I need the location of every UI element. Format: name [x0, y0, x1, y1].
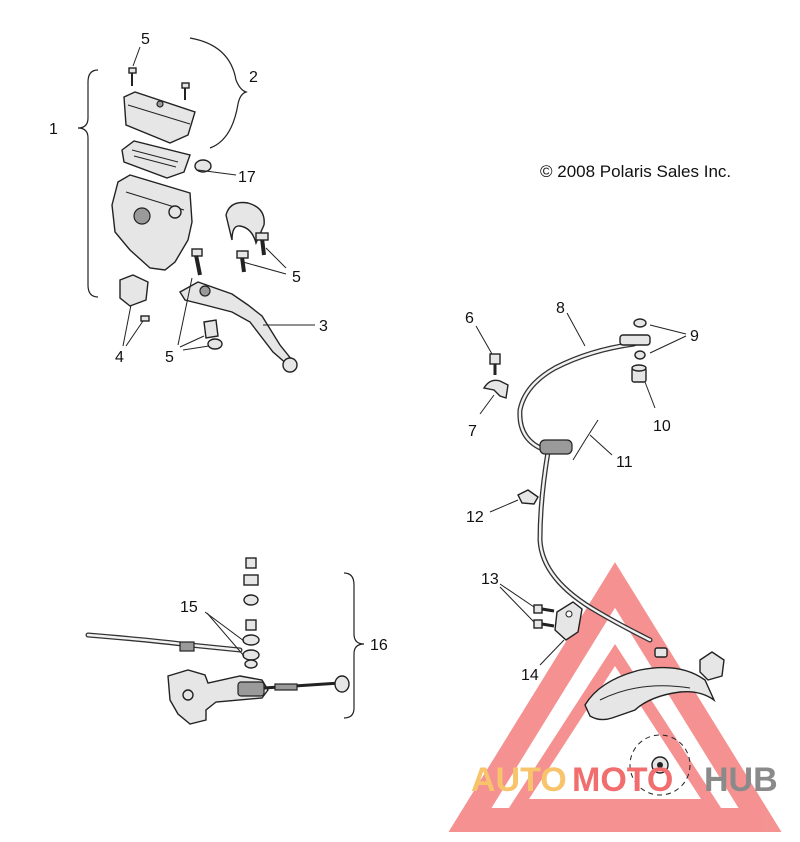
callout-7: 7 [468, 423, 477, 440]
callout-11: 11 [616, 454, 633, 471]
callout-17: 17 [238, 169, 256, 186]
callout-2: 2 [249, 69, 258, 86]
cable-end-fitting [619, 334, 651, 346]
watermark-triangle-inner [506, 643, 724, 811]
clamp-bolt-2 [236, 250, 249, 273]
pushrod-clevis [334, 675, 350, 693]
callout-labels: 1 2 3 4 5 5 5 6 7 8 9 10 11 12 13 14 15 … [49, 31, 699, 684]
callout-4: 4 [115, 349, 124, 366]
brake-line-fitting [179, 641, 195, 652]
throttle-wheel [629, 734, 691, 796]
reservoir-diaphragm [121, 140, 191, 179]
brace-1 [77, 69, 99, 298]
brace-16 [343, 572, 365, 719]
banjo-bolt-stack [242, 557, 260, 669]
callout-16: 16 [370, 637, 388, 654]
cable-clip [482, 379, 509, 399]
switch-screw [140, 315, 150, 322]
watermark-triangle-outer [448, 562, 782, 832]
cable-sleeve [539, 439, 573, 455]
cable-8 [517, 341, 637, 453]
screw-top-right [181, 82, 190, 100]
watermark-text-moto: MOTO [572, 761, 673, 799]
watermark-text-hub: HUB [704, 761, 778, 799]
cable-bracket [554, 601, 583, 641]
cable-barrel-end [654, 647, 668, 658]
wire-11 [572, 419, 599, 461]
callout-15: 15 [180, 599, 198, 616]
callout-5-top: 5 [141, 31, 150, 48]
watermark-wordmark: AUTO MOTO HUB [471, 761, 778, 799]
callout-14: 14 [521, 667, 539, 684]
brake-lever [179, 281, 293, 367]
brake-switch [119, 274, 149, 307]
reservoir-cover [123, 91, 196, 144]
cable-clip-12 [517, 489, 539, 505]
watermark-text-auto: AUTO [471, 761, 567, 799]
brace-2 [189, 37, 248, 149]
copyright-text: © 2008 Polaris Sales Inc. [540, 162, 731, 181]
washer-9a [633, 318, 647, 328]
callout-10: 10 [653, 418, 671, 435]
callout-8: 8 [556, 300, 565, 317]
callout-9: 9 [690, 328, 699, 345]
throttle-cable-assembly [475, 312, 725, 796]
callout-5-right: 5 [292, 269, 301, 286]
master-cylinder-body [111, 174, 193, 271]
callout-6: 6 [465, 310, 474, 327]
callout-13: 13 [481, 571, 499, 588]
bracket-bolt-2 [533, 619, 555, 629]
clamp-bolt-1 [255, 232, 269, 256]
rear-brake-assembly [85, 557, 365, 725]
callout-3: 3 [319, 318, 328, 335]
lever-pivot-bolt [191, 248, 203, 276]
watermark-logo [448, 562, 782, 832]
callout-12: 12 [466, 509, 484, 526]
throttle-housing [584, 666, 716, 721]
callout-5-bottom: 5 [165, 349, 174, 366]
master-cylinder-assembly [77, 37, 315, 373]
handlebar-clamp [225, 201, 265, 246]
bolt-6 [489, 353, 501, 375]
lever-nut [207, 338, 223, 350]
adjuster-nut [631, 364, 647, 383]
bracket-bolt-1 [533, 604, 555, 614]
screw-top-left [128, 67, 137, 86]
washer-9b [634, 350, 646, 360]
throttle-switch [699, 651, 725, 681]
lever-bushing [203, 319, 219, 339]
callout-1: 1 [49, 121, 58, 138]
sight-glass [194, 159, 212, 173]
